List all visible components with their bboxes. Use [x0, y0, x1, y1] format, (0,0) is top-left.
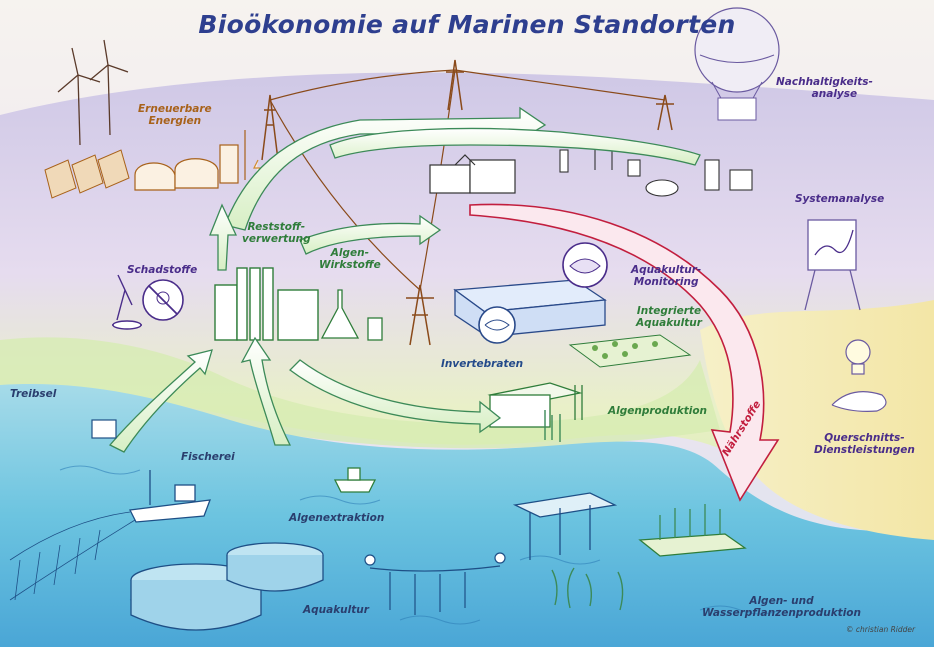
biogas-plant-icon — [134, 130, 261, 191]
label-line: Wasserpflanzenproduktion — [702, 607, 861, 619]
label-line: Monitoring — [633, 276, 699, 288]
fish-cages-icon — [130, 542, 324, 631]
label-line: Dienstleistungen — [814, 444, 915, 456]
livestock-icon — [645, 159, 753, 197]
label-algenextraktion: Algenextraktion — [289, 512, 385, 524]
aquaculture-platform-icon — [512, 492, 618, 560]
label-fischerei: Fischerei — [181, 451, 235, 463]
nutrient-arrow-icon — [469, 203, 780, 502]
plant-raft-icon — [638, 504, 747, 557]
label-line: Algen- und — [749, 595, 814, 607]
label-nachhaltigkeitsanalyse: Nachhaltigkeits- analyse — [776, 76, 873, 100]
label-algenproduktion: Algenproduktion — [608, 405, 708, 417]
algae-greenhouse-icon — [487, 382, 583, 428]
hot-air-balloon-icon — [694, 7, 780, 121]
solar-panels-icon — [44, 149, 130, 199]
author-credit: © christian Ridder — [846, 625, 916, 634]
flow-arrows — [108, 106, 701, 453]
label-line: Aquakultur — [636, 317, 702, 329]
label-line: analyse — [811, 88, 858, 100]
label-treibsel: Treibsel — [10, 388, 57, 400]
label-line: Nachhaltigkeits- — [776, 76, 873, 88]
label-erneuerbare-energien: Erneuerbare Energien — [138, 103, 212, 127]
fishing-net-icon — [9, 511, 136, 601]
wind-turbines-icon — [57, 39, 129, 146]
no-toxins-icon — [142, 279, 184, 321]
label-line: Reststoff- — [247, 221, 306, 233]
label-algen-wirkstoffe: Algen- Wirkstoffe — [319, 247, 381, 271]
label-line: Integrierte — [636, 305, 702, 317]
small-boat-icon — [333, 467, 377, 493]
label-schadstoffe: Schadstoffe — [127, 264, 198, 276]
fish-monitor-icon — [562, 242, 608, 288]
label-aquakultur: Aquakultur — [303, 604, 369, 616]
recycling-plant-icon — [214, 267, 319, 341]
label-line: Aquakultur- — [631, 264, 702, 276]
flipchart-icon — [804, 219, 861, 311]
label-algen-wasserpflanzenproduktion: Algen- und Wasserpflanzenproduktion — [702, 595, 861, 619]
lightbulb-icon — [831, 339, 887, 412]
plant-field-icon — [568, 334, 692, 368]
label-invertebraten: Invertebraten — [441, 358, 524, 370]
label-line: Algen- — [330, 247, 369, 259]
label-systemanalyse: Systemanalyse — [795, 193, 885, 205]
microscope-icon — [112, 274, 142, 330]
label-line: Erneuerbare — [138, 103, 212, 115]
algae-longline-icon — [364, 552, 506, 615]
fishing-boat-icon — [129, 470, 211, 523]
label-line: verwertung — [242, 233, 311, 245]
power-pylons — [261, 59, 674, 346]
label-querschnitts-dienstleistungen: Querschnitts- Dienstleistungen — [814, 432, 915, 456]
page-title: Bioökonomie auf Marinen Standorten — [198, 10, 736, 39]
invertebrate-icon — [478, 306, 516, 344]
lab-flask-icon — [320, 289, 383, 341]
label-line: Querschnitts- — [824, 432, 905, 444]
label-line: Wirkstoffe — [319, 259, 381, 271]
pier-icon — [91, 419, 117, 439]
factory-icon — [429, 154, 516, 194]
label-integrierte-aquakultur: Integrierte Aquakultur — [636, 305, 702, 329]
label-reststoffverwertung: Reststoff- verwertung — [242, 221, 311, 245]
label-line: Energien — [148, 115, 202, 127]
label-aquakultur-monitoring: Aquakultur- Monitoring — [631, 264, 701, 288]
seagrass-icon — [544, 410, 624, 611]
